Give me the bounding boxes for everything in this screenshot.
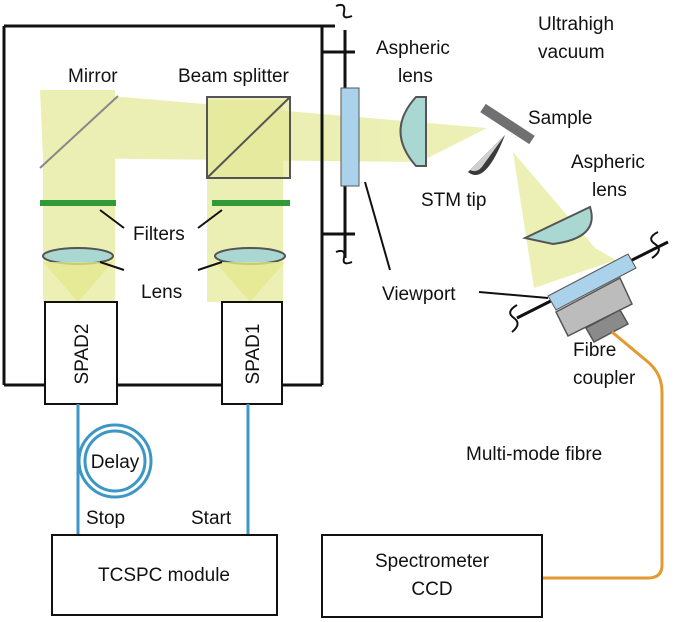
label-tcspc-module: TCSPC module <box>98 565 230 586</box>
label-viewport: Viewport <box>382 284 456 305</box>
label-spad1: SPAD1 <box>243 324 264 385</box>
label-sample: Sample <box>528 108 592 129</box>
delay-loop-inner <box>83 429 147 493</box>
label-spectrometer-2: CCD <box>411 579 452 600</box>
label-aspheric-lens-top-1: Aspheric <box>376 38 450 59</box>
viewport-right-window <box>547 253 637 311</box>
focus-cone-left <box>43 262 113 302</box>
multimode-fibre-line <box>445 330 664 580</box>
label-lens: Lens <box>141 282 182 303</box>
label-aspheric-lens-right-2: lens <box>592 180 627 201</box>
tcspc-fibres <box>76 404 250 535</box>
label-pointer-lines <box>99 181 549 299</box>
lens-left <box>42 247 114 265</box>
label-multimode-fibre: Multi-mode fibre <box>466 444 602 465</box>
spectrometer-box <box>321 534 543 618</box>
label-spectrometer-1: Spectrometer <box>375 551 490 572</box>
aspheric-lens-right <box>521 205 593 246</box>
label-beam-splitter: Beam splitter <box>178 66 290 87</box>
viewport-right-assembly <box>509 231 669 344</box>
spad1-box <box>221 301 283 405</box>
viewport-top <box>340 87 360 187</box>
tcspc-module-box <box>51 534 278 616</box>
aspheric-lens-top <box>399 96 427 167</box>
focus-cone-right <box>215 262 285 302</box>
mirror <box>39 95 119 169</box>
lens-right <box>214 247 286 265</box>
label-mirror: Mirror <box>68 66 118 87</box>
label-delay: Delay <box>91 452 140 473</box>
label-ultrahigh-vacuum-1: Ultrahigh <box>538 14 614 35</box>
label-fibre-coupler-1: Fibre <box>573 340 616 361</box>
label-aspheric-lens-top-2: lens <box>398 66 433 87</box>
label-fibre-coupler-2: coupler <box>573 368 636 389</box>
label-spad2: SPAD2 <box>72 324 93 385</box>
label-ultrahigh-vacuum-2: vacuum <box>538 42 605 63</box>
enclosure-box <box>2 24 335 387</box>
label-stop: Stop <box>86 508 125 529</box>
spad2-box <box>44 301 118 405</box>
delay-loop-outer <box>77 423 153 499</box>
label-stm-tip: STM tip <box>421 190 486 211</box>
fibre-coupler-connector <box>584 308 630 344</box>
label-aspheric-lens-right-1: Aspheric <box>571 152 645 173</box>
beam-splitter-cube <box>206 96 291 179</box>
label-start: Start <box>191 508 232 529</box>
sample-plate <box>480 103 535 145</box>
label-filters: Filters <box>133 224 185 245</box>
fibre-coupler-body <box>555 276 633 338</box>
stm-tip-highlight <box>470 135 505 172</box>
